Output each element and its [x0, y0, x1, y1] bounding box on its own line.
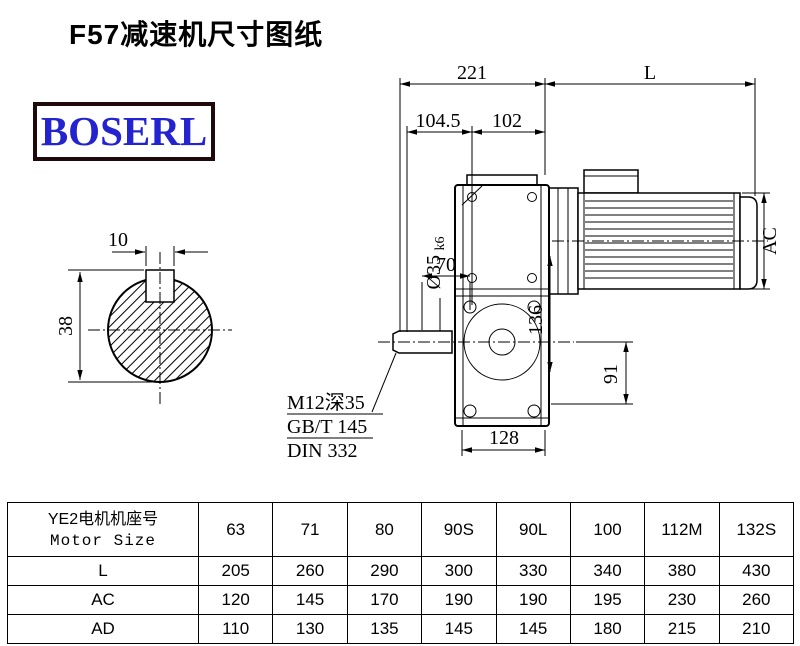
table-cell: 145	[272, 585, 348, 615]
housing-top-cap	[466, 174, 538, 186]
table-header-row: YE2电机机座号 Motor Size 63 71 80 90S 90L 100…	[7, 502, 795, 557]
motor-length-label: L	[644, 62, 656, 84]
offset-bottom-label: 91	[600, 364, 622, 384]
table-cell: 430	[718, 556, 795, 586]
table-cell: 290	[346, 556, 423, 586]
table-cell: 120	[197, 585, 274, 615]
boserl-logo: BOSERL	[33, 102, 215, 161]
motor-size-label-en: Motor Size	[49, 531, 156, 550]
size-col-header: 112M	[644, 502, 720, 557]
table-row-AD: AD 110 130 135 145 145 180 215 210	[7, 614, 795, 644]
table-row-AC: AC 120 145 170 190 190 195 230 260	[7, 585, 795, 615]
note-din: DIN 332	[287, 440, 358, 462]
table-cell: 110	[197, 614, 274, 644]
boserl-logo-text: BOSERL	[40, 108, 208, 154]
row-label: L	[7, 556, 199, 586]
table-cell: 210	[718, 614, 795, 644]
table-cell: 145	[495, 614, 571, 644]
table-cell: 135	[346, 614, 423, 644]
size-col-header: 90L	[495, 502, 571, 557]
dim-104-5-and-102: 104.5 102	[406, 110, 545, 332]
motor	[548, 169, 758, 295]
dim-shaft-key-height: 38	[55, 269, 152, 383]
shaft-diameter-value: Ø35	[423, 255, 445, 289]
shaft-extension-label: 70	[436, 254, 456, 276]
dim-key-width: 10	[108, 229, 208, 266]
table-cell: 130	[272, 614, 348, 644]
page-title: F57减速机尺寸图纸	[69, 19, 324, 50]
motor-size-label-cn: YE2电机机座号	[47, 510, 159, 528]
table-cell: 380	[644, 556, 720, 586]
motor-diameter-label: AC	[759, 227, 781, 255]
dim-offset-bottom: 91	[551, 341, 633, 405]
row-label: AD	[7, 614, 199, 644]
size-col-header: 100	[569, 502, 646, 557]
row-label: AC	[7, 585, 199, 615]
dim-shaft-extension: 70	[421, 254, 471, 330]
table-cell: 170	[346, 585, 423, 615]
shaft-diameter-tolerance: k6	[433, 237, 448, 251]
technical-drawing: 10 38	[55, 62, 781, 462]
table-row-L: L 205 260 290 300 330 340 380 430	[7, 556, 795, 586]
table-cell: 145	[421, 614, 497, 644]
table-cell: 215	[644, 614, 720, 644]
dim-overall-width: 221	[399, 62, 546, 332]
dim-base-width: 128	[461, 427, 546, 456]
dimension-table: YE2电机机座号 Motor Size 63 71 80 90S 90L 100…	[7, 502, 795, 644]
dim-b-label: 102	[492, 110, 522, 132]
table-cell: 330	[495, 556, 571, 586]
shaft-key-height-label: 38	[55, 316, 77, 336]
shaft-diameter-label: Ø35 k6	[423, 237, 448, 290]
table-cell: 205	[197, 556, 274, 586]
size-col-header: 71	[272, 502, 348, 557]
base-width-label: 128	[489, 427, 519, 449]
table-cell: 300	[421, 556, 497, 586]
terminal-box	[583, 169, 639, 194]
dim-a-label: 104.5	[416, 110, 461, 132]
fan-cover	[739, 196, 758, 290]
dim-motor-length: L	[545, 62, 756, 196]
axis-height-label: 136	[525, 305, 547, 335]
gearbox-housing	[454, 174, 550, 427]
table-cell: 260	[718, 585, 795, 615]
dim-motor-diameter: AC	[742, 192, 781, 290]
overall-width-label: 221	[457, 62, 487, 84]
motor-size-header-cell: YE2电机机座号 Motor Size	[7, 502, 199, 557]
thread-note: M12深35 GB/T 145 DIN 332	[287, 352, 397, 462]
motor-fins	[557, 169, 735, 294]
table-cell: 260	[272, 556, 348, 586]
table-cell: 195	[569, 585, 646, 615]
table-cell: 190	[421, 585, 497, 615]
table-cell: 190	[495, 585, 571, 615]
table-cell: 180	[569, 614, 646, 644]
table-cell: 340	[569, 556, 646, 586]
dim-shaft-diameter: Ø35 k6	[423, 237, 448, 331]
key-width-label: 10	[108, 229, 128, 251]
size-col-header: 90S	[421, 502, 497, 557]
shaft-cross-section-view	[88, 252, 232, 406]
note-thread: M12深35	[287, 391, 365, 414]
size-col-header: 80	[346, 502, 423, 557]
table-cell: 230	[644, 585, 720, 615]
dim-axis-height: 136	[525, 256, 553, 372]
note-gbt: GB/T 145	[287, 416, 367, 438]
size-col-header: 132S	[718, 502, 795, 557]
size-col-header: 63	[197, 502, 274, 557]
